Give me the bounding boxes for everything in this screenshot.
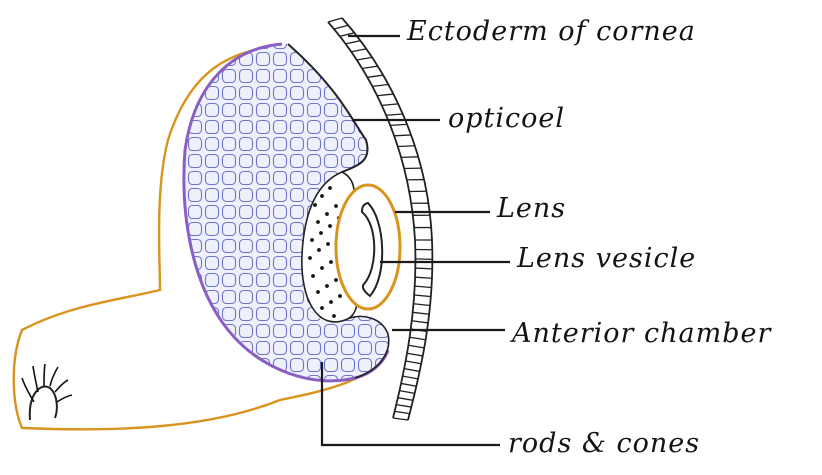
label-lens-vesicle: Lens vesicle <box>517 243 696 274</box>
label-rods-and-cones: rods & cones <box>508 428 700 459</box>
label-ectoderm-of-cornea: Ectoderm of cornea <box>407 16 696 47</box>
label-opticoel: opticoel <box>448 103 565 134</box>
eyelid <box>30 387 57 420</box>
label-lens: Lens <box>497 193 566 224</box>
eyelashes <box>22 364 72 402</box>
label-anterior-chamber: Anterior chamber <box>512 318 771 349</box>
